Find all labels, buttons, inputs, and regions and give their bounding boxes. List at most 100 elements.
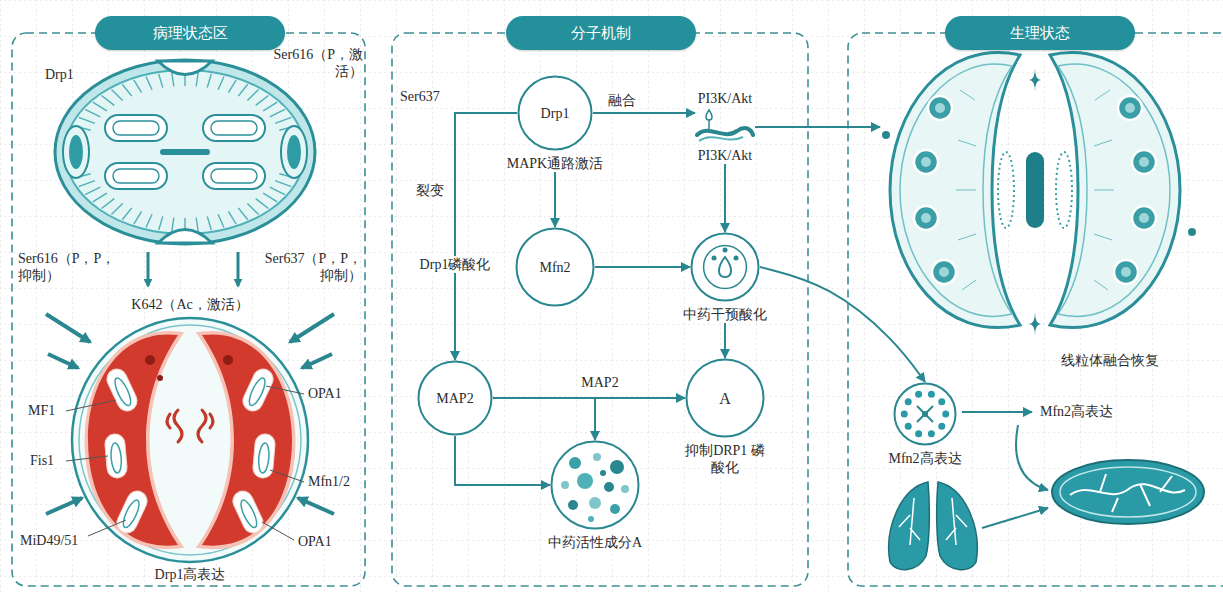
process-circle: MAP2 bbox=[417, 360, 493, 436]
cristae-lines bbox=[218, 76, 224, 89]
part-label: MF1 bbox=[28, 402, 68, 419]
organelle bbox=[110, 443, 123, 474]
node-text: 中药活性成分A bbox=[548, 534, 642, 551]
node-text: Mfn2 bbox=[539, 259, 570, 276]
cristae-lines bbox=[275, 117, 291, 123]
organelle bbox=[114, 488, 151, 536]
cristae-lines bbox=[256, 95, 269, 105]
part-label: Ser616（P，P，抑制） bbox=[18, 250, 118, 284]
part-label: OPA1 bbox=[308, 385, 358, 402]
mitochondrion-half bbox=[1114, 260, 1138, 284]
organelle bbox=[240, 366, 277, 414]
state-arrow bbox=[148, 252, 238, 286]
organelle bbox=[104, 366, 277, 536]
mitochondrion-half bbox=[956, 90, 976, 290]
leader-line bbox=[266, 386, 304, 394]
cristae-lines bbox=[146, 214, 152, 227]
mitochondrion-half bbox=[1118, 96, 1142, 120]
node-shape: Drp1 bbox=[517, 75, 593, 151]
mitochondrion-bottom bbox=[72, 318, 308, 562]
flow-arrow bbox=[1016, 425, 1048, 490]
mitochondrion-bottom bbox=[223, 355, 233, 365]
edge-label: 裂变 bbox=[413, 182, 447, 199]
cristae-lines bbox=[172, 73, 174, 87]
mitochondrion-top bbox=[203, 115, 265, 141]
cristae-lines bbox=[67, 72, 303, 232]
node-text: 中药干预酸化 bbox=[683, 306, 767, 323]
part-label: Fis1 bbox=[30, 452, 70, 469]
leader-line bbox=[262, 522, 294, 540]
cristae-lines bbox=[122, 208, 132, 220]
mitochondrion-half bbox=[932, 260, 956, 284]
part-label: MiD49/51 bbox=[20, 532, 100, 549]
mitochondrion-half bbox=[921, 157, 931, 167]
cristae-lines bbox=[93, 102, 107, 111]
cristae-lines bbox=[93, 193, 107, 202]
mitochondrion-half bbox=[1114, 96, 1156, 284]
mitochondrion-bottom bbox=[88, 334, 178, 545]
mitochondrion-bottom bbox=[72, 318, 308, 562]
herb-icon: 中药干预酸化 bbox=[683, 232, 767, 323]
mitochondrion-half bbox=[921, 213, 931, 223]
cristae-lines bbox=[238, 84, 248, 96]
mitochondrion-bottom bbox=[79, 325, 301, 555]
organelle bbox=[240, 366, 277, 414]
part-label: Ser637（P，P，抑制） bbox=[262, 250, 362, 284]
section-header: 生理状态 bbox=[945, 16, 1135, 50]
mitochondrion-half bbox=[935, 103, 945, 113]
organelle bbox=[246, 376, 268, 407]
mitochondrion-top bbox=[55, 60, 315, 244]
node-text: A bbox=[719, 390, 731, 407]
mitochondrion-top bbox=[160, 149, 210, 155]
mitochondrion-half bbox=[1125, 103, 1135, 113]
leader-line bbox=[66, 456, 108, 461]
mitochondrion-half bbox=[956, 90, 976, 290]
mitochondrion-half bbox=[890, 52, 1020, 327]
mitochondrion-half bbox=[900, 64, 1012, 316]
mitochondrion-half bbox=[1121, 267, 1131, 277]
cristae-lines bbox=[207, 216, 211, 230]
cristae-lines bbox=[146, 76, 152, 89]
inward-arrow bbox=[302, 354, 332, 368]
part-label: Drp1 bbox=[45, 66, 95, 83]
cristae-lines bbox=[275, 181, 291, 187]
mitochondrion-top bbox=[65, 70, 305, 234]
mitochondrion-half bbox=[1121, 103, 1149, 277]
mitochondrion-top bbox=[69, 135, 83, 169]
leader-line bbox=[270, 470, 304, 482]
mitochondria-figure: 线粒体融合恢复 bbox=[880, 45, 1192, 375]
state-arrow bbox=[237, 252, 240, 286]
cristae-lines bbox=[85, 187, 100, 194]
node-outline bbox=[690, 232, 760, 302]
organelle bbox=[120, 498, 142, 529]
healthy-mitochondrion bbox=[1060, 467, 1196, 517]
node-shape bbox=[695, 109, 755, 145]
section-header: 病理状态区 bbox=[95, 16, 285, 50]
mitochondrion-bottom bbox=[157, 375, 163, 381]
part-label: K642（Ac，激活） bbox=[131, 296, 248, 313]
fused-mitochondria bbox=[1188, 228, 1196, 236]
cristae-lines bbox=[228, 80, 236, 93]
healthy-mitochondrion bbox=[1052, 460, 1204, 524]
mitochondrion-half bbox=[1094, 90, 1114, 290]
mitochondrion-top bbox=[55, 60, 315, 244]
organelle bbox=[104, 366, 141, 414]
cristae-lines bbox=[247, 89, 258, 100]
healthy-mitochondrion bbox=[1070, 474, 1185, 512]
mitochondrion-half bbox=[1058, 64, 1170, 316]
mitochondrion-top bbox=[113, 121, 257, 183]
node-shape: MAP2 bbox=[417, 360, 493, 436]
node-text: PI3K/Akt bbox=[698, 147, 752, 164]
mitochondrion-half bbox=[914, 206, 938, 230]
mitochondrion-top bbox=[211, 121, 257, 135]
part-label: Mfn1/2 bbox=[308, 473, 360, 490]
inward-arrow bbox=[290, 314, 334, 342]
mitochondrion-half bbox=[1132, 206, 1156, 230]
connector-arrow bbox=[724, 164, 726, 232]
inward-arrow bbox=[46, 314, 334, 514]
fused-mitochondria bbox=[1056, 152, 1072, 228]
mitochondrion-top bbox=[203, 163, 265, 189]
part-label: OPA1 bbox=[298, 533, 348, 550]
cristae-lines bbox=[122, 84, 132, 96]
